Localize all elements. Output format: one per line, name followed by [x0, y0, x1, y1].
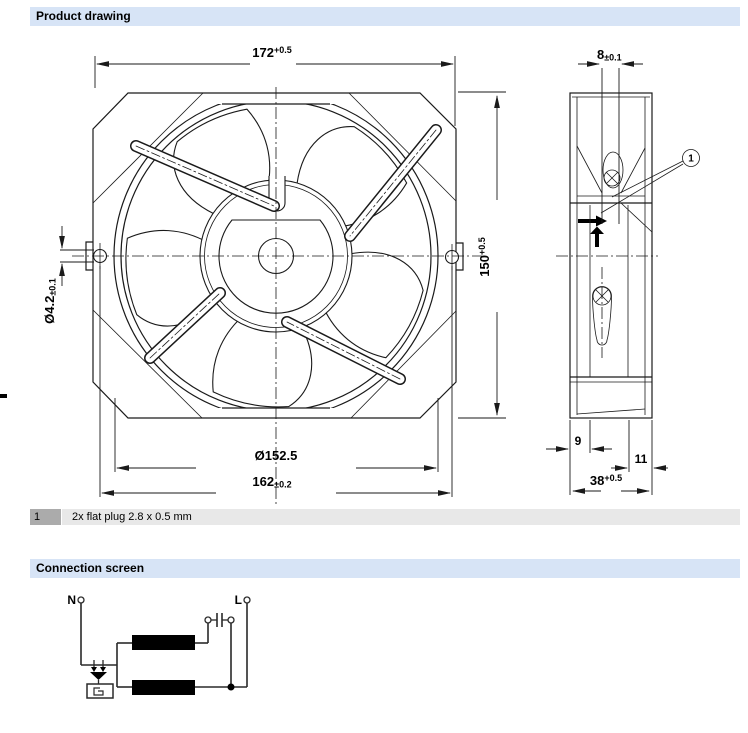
guard-struts [130, 124, 442, 385]
terminal-n [77, 596, 85, 604]
junction-dot [227, 683, 235, 691]
dim-hole-spacing: 162±0.2 [252, 474, 291, 490]
mounting-ear-left [85, 241, 93, 271]
plug-slot [602, 151, 624, 189]
dim-offset-a: 9 [575, 434, 582, 448]
dim-venturi-dia: Ø152.5 [255, 448, 298, 463]
legend-index: 1 [34, 511, 41, 523]
legend-index-cell: 1 [30, 509, 61, 525]
dim-width: 172+0.5 [252, 45, 291, 60]
keyhole-slot [592, 267, 612, 358]
legend-text: 2x flat plug 2.8 x 0.5 mm [72, 511, 192, 523]
callout-1-icon: 1 [600, 149, 700, 214]
page-margin-tick [0, 394, 7, 398]
terminal-l-label: L [235, 593, 242, 607]
fan-front-view [72, 87, 482, 504]
fan-side-view: 1 [556, 92, 700, 419]
capacitor-symbol [204, 613, 235, 627]
dim-height: 150+0.5 [477, 237, 492, 276]
dim-offset-b: 11 [635, 452, 648, 466]
terminal-l [243, 596, 251, 604]
dimensions: 172+0.5 150+0.5 Ø4.2±0.1 Ø152.5 162± [42, 45, 668, 497]
dim-plug-width: 8±0.1 [597, 47, 622, 63]
section-header-connection-screen: Connection screen [30, 559, 740, 578]
thermal-protector-symbol [86, 660, 114, 699]
dim-hole-dia: Ø4.2±0.1 [42, 278, 58, 324]
mounting-ear-right [456, 242, 464, 271]
winding-symbol [132, 680, 195, 695]
winding-symbol [132, 635, 195, 650]
dim-depth: 38+0.5 [590, 473, 622, 488]
section-title: Product drawing [36, 9, 131, 23]
callout-label: 1 [688, 154, 694, 165]
section-header-product-drawing: Product drawing [30, 7, 740, 26]
connection-diagram: N L [67, 593, 251, 699]
terminal-n-label: N [67, 593, 76, 607]
product-drawing-figure: 1 172+0.5 150+0.5 Ø4.2±0.1 [42, 45, 700, 504]
airflow-arrow-icon [578, 215, 607, 247]
section-title: Connection screen [36, 561, 145, 575]
legend-text-cell: 2x flat plug 2.8 x 0.5 mm [62, 509, 740, 525]
screw-terminal-top [603, 169, 621, 187]
